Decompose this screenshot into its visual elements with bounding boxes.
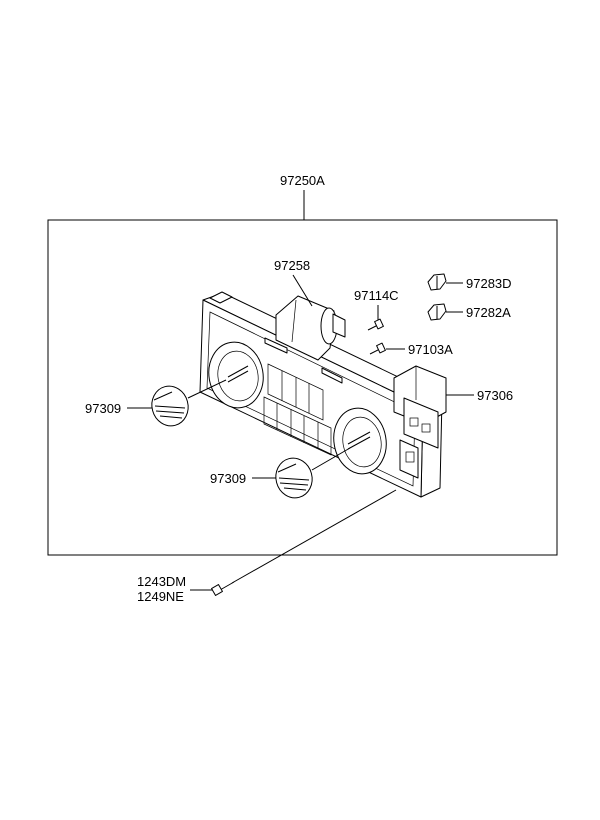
- actuator-motor: [275, 295, 346, 361]
- screw-tapping: [369, 342, 386, 355]
- label-knob-left: 97309: [85, 401, 121, 416]
- label-actuator: 97258: [274, 258, 310, 273]
- label-screw-tapping: 97103A: [408, 342, 453, 357]
- knob-right: [275, 457, 313, 499]
- label-knob-right: 97309: [210, 471, 246, 486]
- label-clip-lower: 97282A: [466, 305, 511, 320]
- connector-module: [393, 365, 447, 479]
- mounting-screw: [211, 581, 235, 596]
- label-assembly: 97250A: [280, 173, 325, 188]
- clip-lower: [427, 303, 447, 321]
- screw-small: [367, 318, 384, 331]
- label-connector-module: 97306: [477, 388, 513, 403]
- label-mount-screw-a: 1243DM: [137, 574, 186, 589]
- label-clip-upper: 97283D: [466, 276, 512, 291]
- clip-upper: [427, 273, 447, 291]
- knob-left: [151, 385, 189, 427]
- label-screw-small: 97114C: [354, 288, 399, 303]
- label-mount-screw-b: 1249NE: [137, 589, 184, 604]
- assembly-frame: [47, 219, 558, 556]
